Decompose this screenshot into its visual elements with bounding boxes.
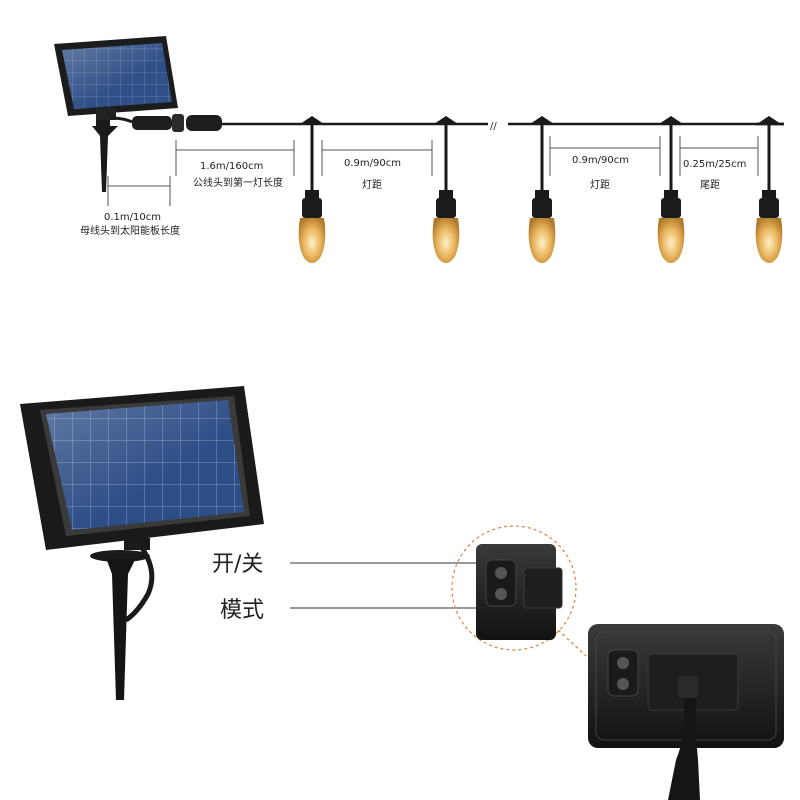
- button-callout: [451, 525, 587, 657]
- dimension-spacing-2: 0.9m/90cm 灯距: [549, 136, 661, 191]
- spacing-2-label: 灯距: [590, 179, 610, 191]
- bulb-4: [657, 116, 685, 263]
- bulb-1: [298, 116, 326, 263]
- switch-button: [495, 567, 507, 579]
- spacing-1-length: 0.9m/90cm: [344, 158, 401, 169]
- small-solar-panel: [54, 36, 178, 192]
- cable-break-mark: //: [490, 121, 497, 132]
- female-to-panel-length: 0.1m/10cm: [104, 212, 161, 223]
- spacing-2-length: 0.9m/90cm: [572, 155, 629, 166]
- dimension-tail: 0.25m/25cm 尾距: [679, 136, 759, 191]
- dimension-spacing-1: 0.9m/90cm 灯距: [321, 140, 433, 191]
- bulb-1-glass: [298, 218, 326, 263]
- dimension-male-to-first: 1.6m/160cm 公线头到第一灯长度: [175, 140, 295, 189]
- large-solar-panel: [20, 386, 264, 700]
- bulb-3-glass: [528, 218, 556, 263]
- switch-label: 开/关: [212, 552, 263, 577]
- bottom-diagram: 开/关 模式: [20, 386, 784, 800]
- ground-stake: [106, 558, 136, 700]
- tail-label: 尾距: [700, 179, 720, 191]
- female-to-panel-label: 母线头到太阳能板长度: [80, 224, 180, 237]
- male-to-first-label: 公线头到第一灯长度: [193, 176, 283, 189]
- tail-length: 0.25m/25cm: [683, 159, 746, 170]
- male-to-first-length: 1.6m/160cm: [200, 161, 263, 172]
- male-connector: [186, 115, 222, 131]
- dimension-female-to-panel: 0.1m/10cm 母线头到太阳能板长度: [80, 176, 180, 237]
- mode-label: 模式: [220, 598, 264, 623]
- bulb-2: [432, 116, 460, 263]
- bulb-2-glass: [432, 218, 460, 263]
- bulb-5: [755, 116, 783, 263]
- top-diagram: //: [54, 36, 784, 263]
- callout-circle: [451, 525, 577, 651]
- panel-back-view: [588, 624, 784, 800]
- bulb-4-glass: [657, 218, 685, 263]
- bulb-3: [528, 116, 556, 263]
- spacing-1-label: 灯距: [362, 179, 382, 191]
- female-connector: [132, 116, 172, 130]
- mode-button: [495, 588, 507, 600]
- bulb-5-glass: [755, 218, 783, 263]
